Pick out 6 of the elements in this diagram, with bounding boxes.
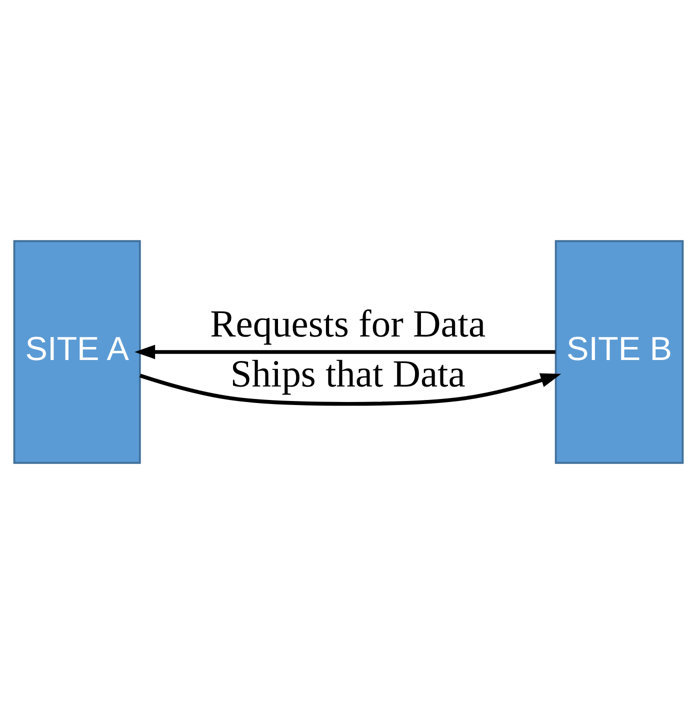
edge-label: Ships that Data (230, 354, 466, 396)
node-box: SITE A (13, 240, 141, 464)
edge-label: Requests for Data (210, 304, 486, 346)
arrow (140, 373, 562, 406)
node-box: SITE B (554, 240, 684, 464)
arrow (134, 344, 556, 360)
